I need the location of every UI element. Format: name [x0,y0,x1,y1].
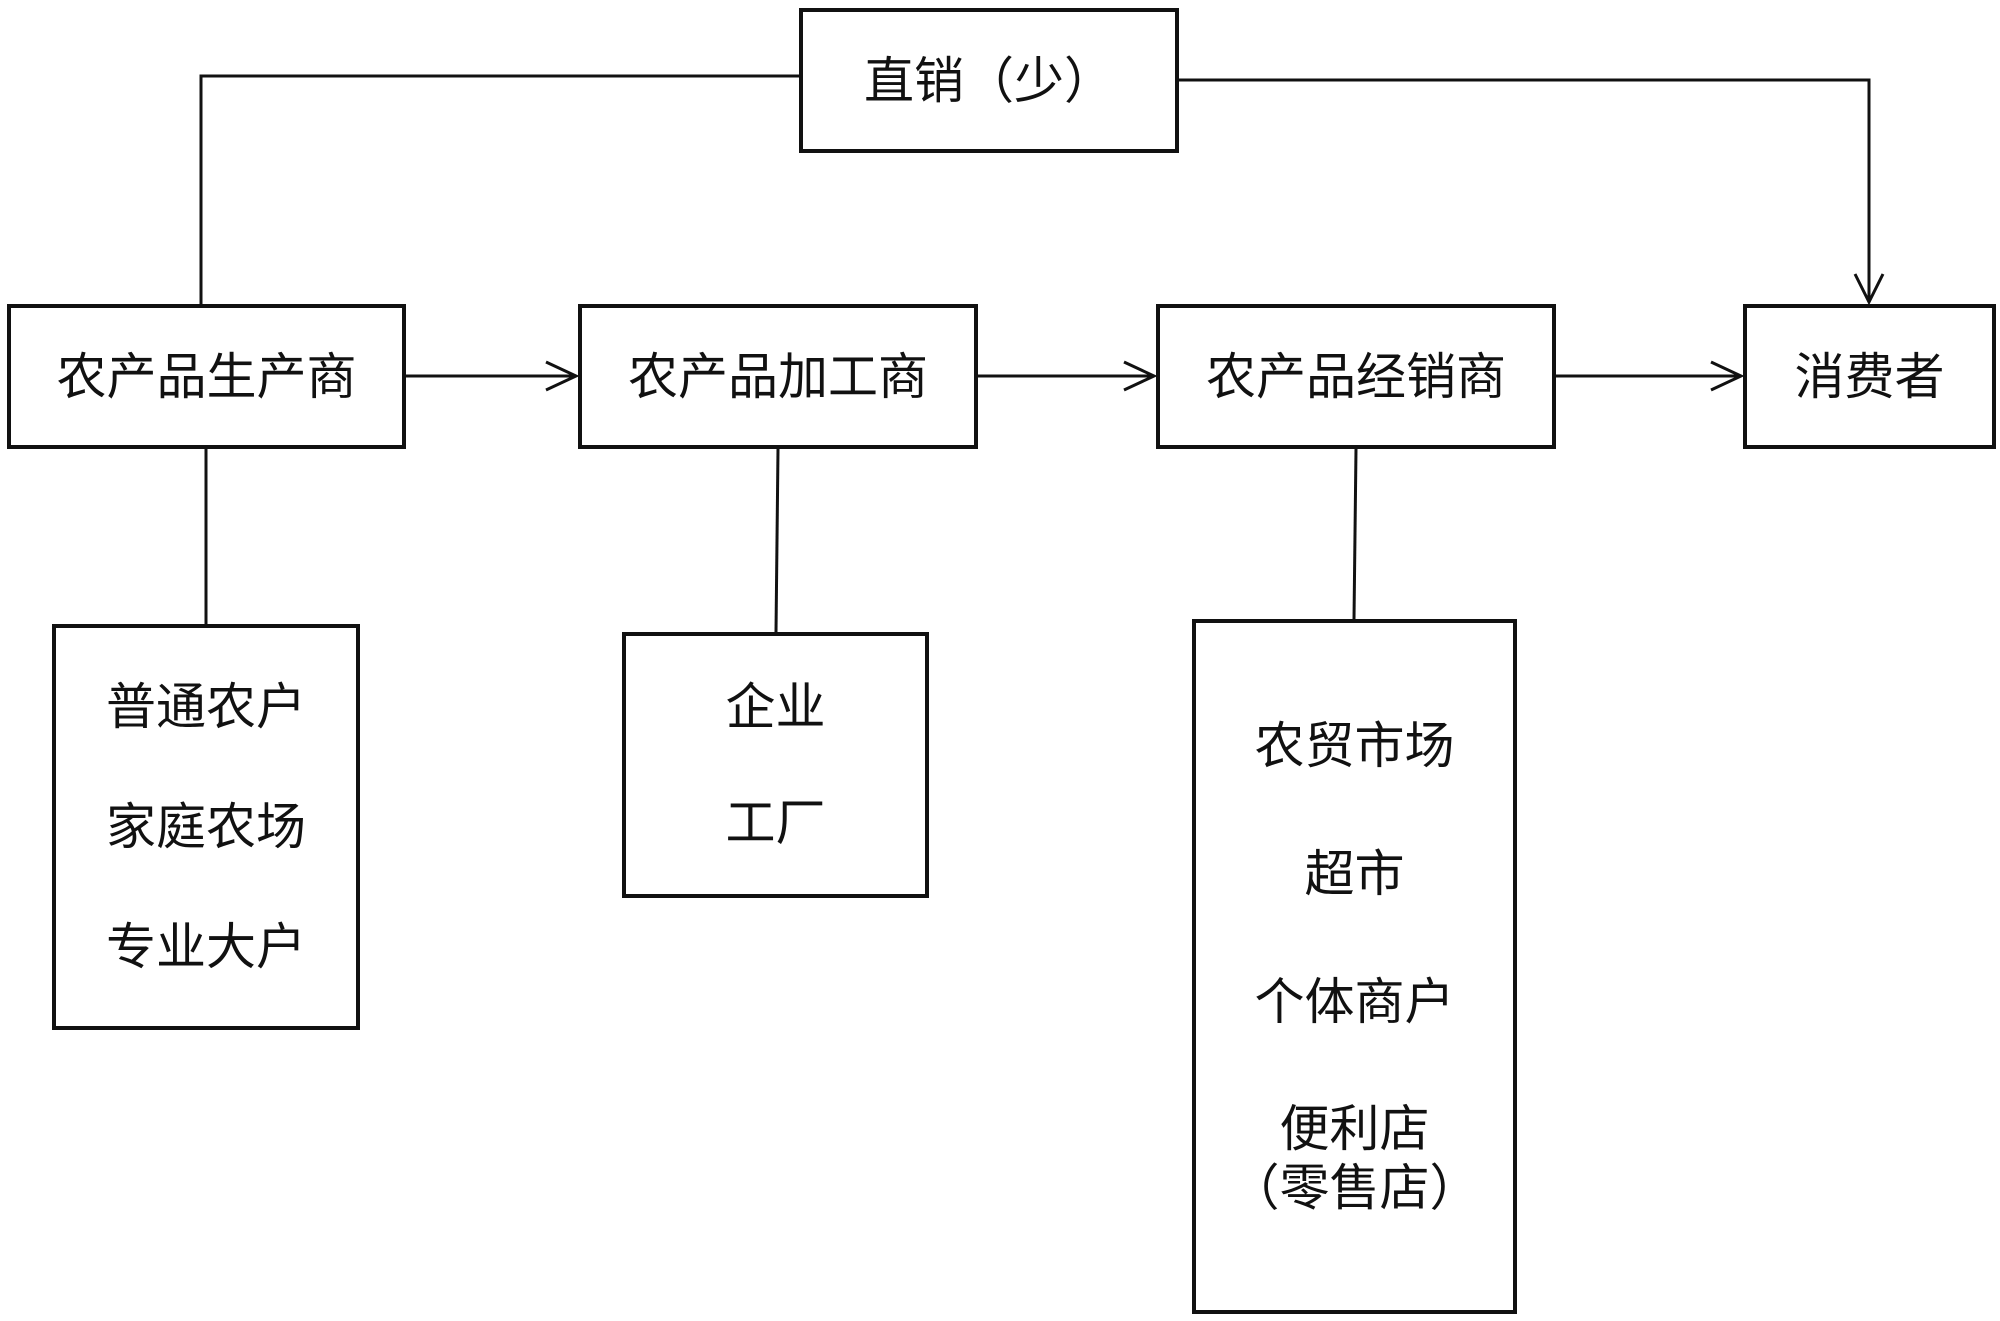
processor-node: 农产品加工商 [578,304,978,449]
direct-route-left-line [199,74,799,304]
processor-type-item: 企业 [725,678,826,736]
dealer-type-item: 便利店 （零售店） [1229,1099,1480,1217]
processor-to-dealer-arrowhead [1123,360,1158,392]
producer-types-box: 普通农户 家庭农场 专业大户 [52,624,360,1030]
direct-route-arrowhead [1853,273,1885,306]
producer-node: 农产品生产商 [7,304,406,449]
dealer-types-connector [1352,448,1358,620]
dealer-node: 农产品经销商 [1156,304,1556,449]
dealer-types-box: 农贸市场 超市 个体商户 便利店 （零售店） [1192,619,1517,1314]
producer-type-item: 专业大户 [106,918,306,976]
dealer-label: 农产品经销商 [1206,347,1506,406]
producer-type-item: 普通农户 [106,678,306,736]
producer-type-item: 家庭农场 [106,798,306,856]
processor-type-item: 工厂 [725,794,826,852]
producer-label: 农产品生产商 [56,347,357,406]
direct-route-right-line [1179,78,1871,300]
dealer-type-item: 超市 [1304,844,1405,903]
dealer-type-item: 个体商户 [1254,972,1455,1031]
direct-sales-label: 直销（少） [864,51,1114,110]
processor-types-connector [774,448,780,633]
processor-label: 农产品加工商 [628,347,928,406]
consumer-node: 消费者 [1743,304,1996,449]
processor-types-box: 企业 工厂 [622,632,929,898]
producer-to-processor-arrowhead [545,360,580,392]
dealer-to-consumer-arrowhead [1710,360,1745,392]
consumer-label: 消费者 [1794,347,1945,406]
direct-sales-node: 直销（少） [799,8,1179,153]
dealer-type-item: 农贸市场 [1254,716,1455,775]
